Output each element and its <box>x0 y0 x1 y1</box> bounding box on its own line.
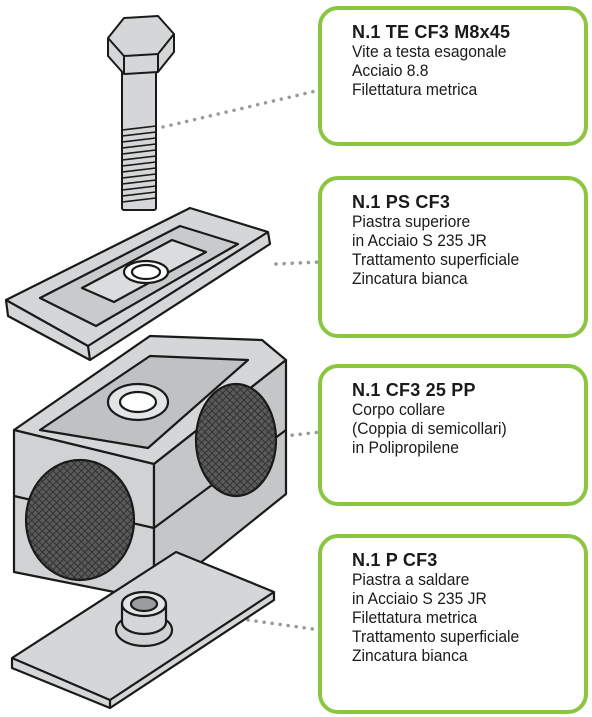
callout-clamp-body: N.1 CF3 25 PP Corpo collare (Coppia di s… <box>318 364 588 506</box>
callout-bolt: N.1 TE CF3 M8x45 Vite a testa esagonale … <box>318 6 588 146</box>
part-desc-line: Filettatura metrica <box>352 608 478 627</box>
weld-plate-icon <box>10 550 276 710</box>
hex-bolt-icon <box>107 15 175 211</box>
part-code: N.1 P CF3 <box>352 550 438 570</box>
part-desc-line: Piastra superiore <box>352 212 471 231</box>
part-desc-line: in Polipropilene <box>352 438 459 457</box>
part-desc-line: in Acciaio S 235 JR <box>352 231 487 250</box>
part-code: N.1 CF3 25 PP <box>352 380 476 400</box>
part-desc-line: Trattamento superficiale <box>352 627 520 646</box>
leader-line-weld-plate <box>246 618 322 632</box>
part-desc-line: in Acciaio S 235 JR <box>352 589 487 608</box>
part-code: N.1 TE CF3 M8x45 <box>352 22 511 42</box>
part-desc-line: Zincatura bianca <box>352 269 468 288</box>
part-desc-line: Filettatura metrica <box>352 80 478 99</box>
callout-weld-plate: N.1 P CF3 Piastra a saldare in Acciaio S… <box>318 534 588 714</box>
part-desc-line: (Coppia di semicollari) <box>352 419 507 438</box>
clamp-body-icon <box>12 334 288 602</box>
part-desc-line: Trattamento superficiale <box>352 250 520 269</box>
part-desc-line: Piastra a saldare <box>352 570 470 589</box>
part-code: N.1 PS CF3 <box>352 192 451 212</box>
top-plate-icon <box>4 206 272 362</box>
callout-top-plate: N.1 PS CF3 Piastra superiore in Acciaio … <box>318 176 588 338</box>
part-desc-line: Vite a testa esagonale <box>352 42 507 61</box>
leader-line-bolt <box>161 88 322 129</box>
part-desc-line: Zincatura bianca <box>352 646 468 665</box>
leader-line-top-plate <box>274 260 322 266</box>
part-desc-line: Corpo collare <box>352 400 446 419</box>
part-desc-line: Acciaio 8.8 <box>352 61 429 80</box>
